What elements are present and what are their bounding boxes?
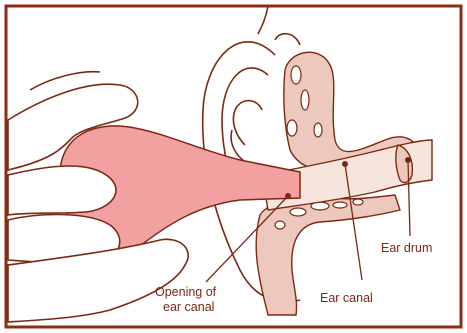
- label-opening-line1: Opening of: [155, 285, 217, 299]
- label-opening-line2: ear canal: [163, 300, 214, 314]
- label-ear-drum: Ear drum: [381, 241, 432, 255]
- drum-pointer-dot: [405, 157, 411, 163]
- label-ear-canal: Ear canal: [320, 291, 373, 305]
- opening-pointer-dot: [285, 193, 291, 199]
- canal-pointer-dot: [342, 161, 348, 167]
